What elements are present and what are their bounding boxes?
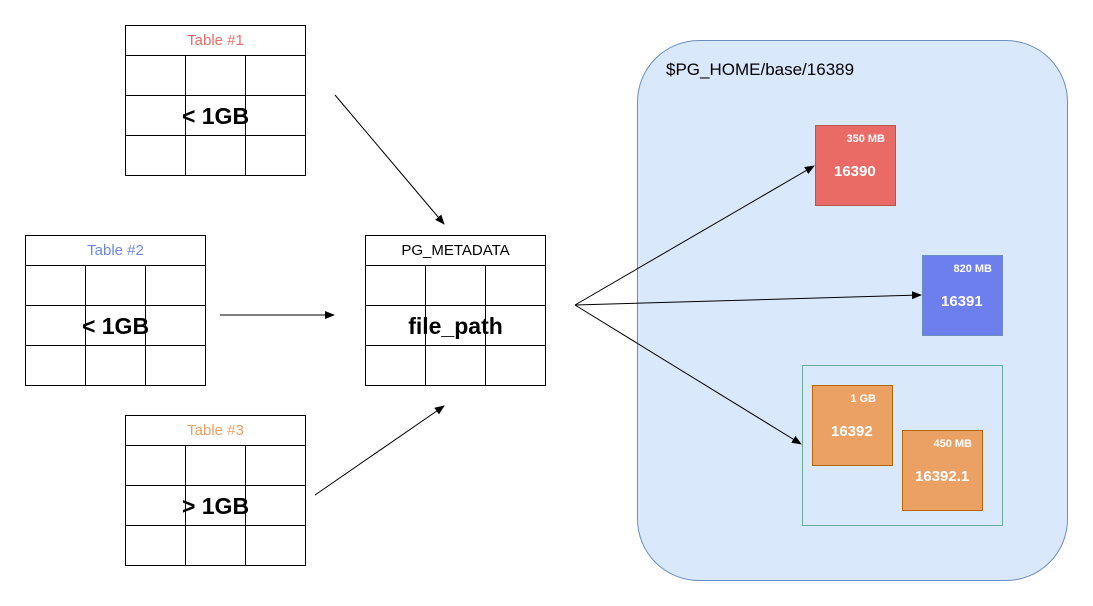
table-1-size-label: < 1GB (181, 102, 250, 129)
table-2: Table #2 < 1GB (25, 235, 206, 386)
table-2-size-label: < 1GB (81, 312, 150, 339)
metadata-title: PG_METADATA (366, 236, 545, 266)
segment-16390-name: 16390 (834, 163, 876, 180)
metadata-file-path-label: file_path (408, 312, 503, 339)
table-2-title: Table #2 (26, 236, 205, 266)
segment-16391: 820 MB 16391 (922, 255, 1003, 336)
segment-16392-1: 450 MB 16392.1 (902, 430, 983, 511)
table-2-grid: < 1GB (26, 266, 205, 385)
table-1: Table #1 < 1GB (125, 25, 306, 176)
segment-16392-1-name: 16392.1 (915, 468, 970, 485)
segment-16392: 1 GB 16392 (812, 385, 893, 466)
metadata-grid: file_path (366, 266, 545, 385)
arrow-metadata-to-16390 (574, 165, 815, 306)
arrow-table1-to-metadata (334, 94, 445, 225)
arrow-metadata-to-16392-group (574, 304, 802, 445)
metadata-table: PG_METADATA file_path (365, 235, 546, 386)
segment-16390: 350 MB 16390 (815, 125, 896, 206)
segment-16391-size: 820 MB (953, 263, 992, 275)
arrow-table3-to-metadata (314, 405, 445, 496)
table-3-title: Table #3 (126, 416, 305, 446)
table-3-size-label: > 1GB (181, 492, 250, 519)
arrow-metadata-to-16391 (574, 291, 922, 306)
directory-path-label: $PG_HOME/base/16389 (666, 60, 855, 79)
segment-16392-size: 1 GB (850, 393, 876, 405)
segment-16390-size: 350 MB (846, 133, 885, 145)
table-1-title: Table #1 (126, 26, 305, 56)
segment-16391-name: 16391 (941, 293, 983, 310)
segment-16392-name: 16392 (831, 423, 873, 440)
table-1-grid: < 1GB (126, 56, 305, 175)
table-3: Table #3 > 1GB (125, 415, 306, 566)
table-3-grid: > 1GB (126, 446, 305, 565)
segment-group-16392 (802, 365, 1003, 526)
segment-16392-1-size: 450 MB (933, 438, 972, 450)
